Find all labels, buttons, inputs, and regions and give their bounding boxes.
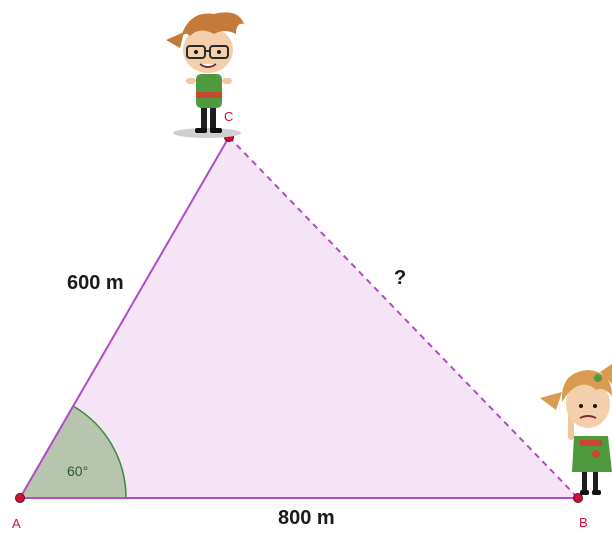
side-bc: [228, 136, 579, 499]
vertex-a-point: [15, 493, 25, 503]
vertex-c-label: C: [224, 109, 233, 124]
side-ac: [19, 136, 230, 499]
girl-thinking-icon: [540, 364, 612, 495]
vertex-b-point: [573, 493, 583, 503]
side-bc-label: ?: [394, 267, 406, 289]
vertex-a-label: A: [12, 516, 21, 531]
vertex-b-label: B: [579, 515, 588, 530]
side-ac-label: 600 m: [67, 272, 124, 294]
boy-with-glasses-icon: [166, 12, 244, 138]
angle-a-label: 60°: [67, 463, 88, 479]
triangle-area: [20, 137, 578, 498]
angle-a-sector: [18, 404, 127, 499]
side-ab-label: 800 m: [278, 507, 335, 529]
